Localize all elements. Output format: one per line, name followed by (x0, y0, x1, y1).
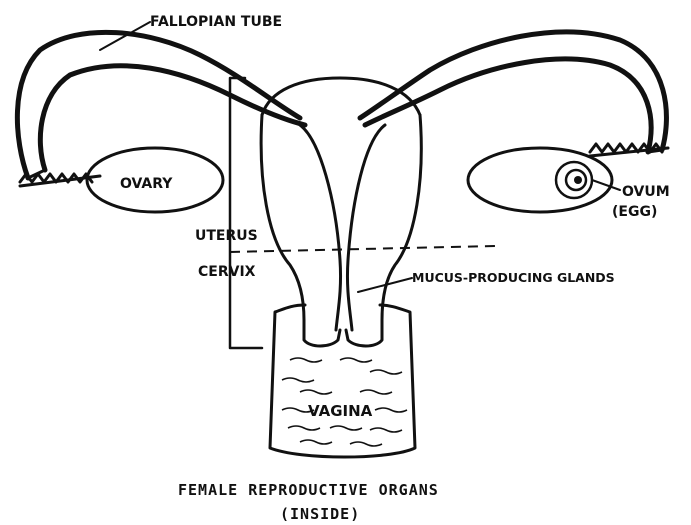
fimbriae-right (590, 144, 668, 156)
label-ovum: OVUM (622, 184, 670, 200)
uterus-bracket (230, 78, 262, 348)
label-ovary: OVARY (120, 176, 173, 192)
label-cervix: CERVIX (198, 264, 256, 280)
caption-title: FEMALE REPRODUCTIVE ORGANS (178, 481, 439, 499)
uterus-cervix-divider (230, 246, 495, 252)
label-egg: (EGG) (612, 204, 657, 220)
uterus-wall (261, 115, 421, 346)
uterine-cavity (300, 125, 385, 330)
label-vagina: VAGINA (308, 402, 373, 420)
label-fallopian-tube: FALLOPIAN TUBE (150, 14, 282, 30)
leader-ovum (592, 180, 620, 190)
ovum-icon (556, 162, 592, 198)
caption-subtitle: (INSIDE) (280, 505, 360, 523)
vagina-outline (270, 305, 415, 457)
label-uterus: UTERUS (195, 228, 258, 244)
ovary-right (468, 148, 612, 212)
label-mucus-glands: MUCUS-PRODUCING GLANDS (412, 270, 615, 285)
fallopian-tube-right (360, 32, 666, 152)
